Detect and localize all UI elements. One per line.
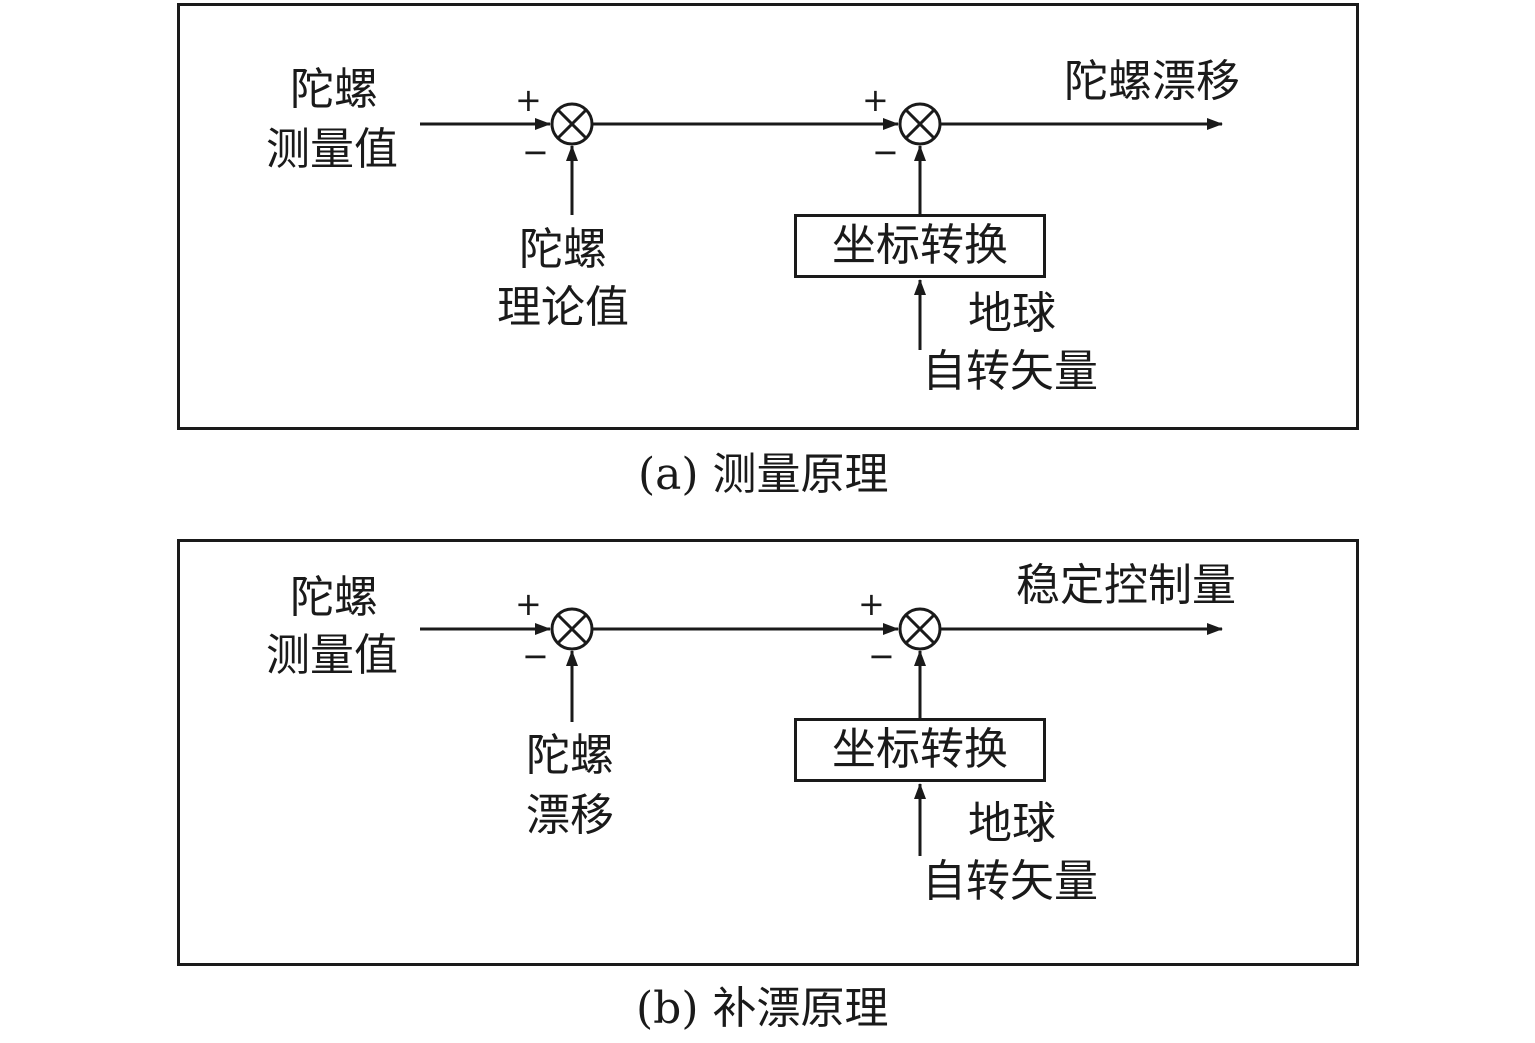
diagram-b-input-label-line2: 测量值 [266,630,398,681]
diagram-a-subtrahend-label-line1: 陀螺 [519,224,607,275]
diagram-a-sum2-minus-sign: − [872,133,899,171]
diagram-a-earth-rotation-label-line1: 地球 [968,288,1056,339]
diagram-a-frame [177,3,1359,430]
diagram-b-sum1-minus-sign: − [522,637,549,675]
diagram-a-sum2-plus-sign: + [862,81,889,119]
diagram-a-input-label-line1: 陀螺 [290,64,378,115]
diagram-a-caption: (a) 测量原理 [638,449,889,500]
diagram-b-sum2-minus-sign: − [868,637,895,675]
diagram-b-output-label: 稳定控制量 [1016,560,1236,611]
diagram-b-subtrahend-label-line1: 陀螺 [526,730,614,781]
diagram-b-input-label-line1: 陀螺 [290,572,378,623]
diagram-b-caption: (b) 补漂原理 [636,983,889,1034]
diagram-a-coordinate-transform-block: 坐标转换 [794,214,1046,278]
diagram-b-sum2-plus-sign: + [858,585,885,623]
diagram-a-earth-rotation-label-line2: 自转矢量 [922,346,1098,397]
diagram-b-sum1-plus-sign: + [515,585,542,623]
diagram-a-sum1-minus-sign: − [522,133,549,171]
diagram-b-frame [177,539,1359,966]
diagram-a-subtrahend-label-line2: 理论值 [497,282,629,333]
diagram-a-input-label-line2: 测量值 [266,124,398,175]
diagram-b-earth-rotation-label-line2: 自转矢量 [922,856,1098,907]
diagram-a-output-label: 陀螺漂移 [1064,56,1240,107]
diagram-b-coordinate-transform-block: 坐标转换 [794,718,1046,782]
diagram-b-earth-rotation-label-line1: 地球 [968,798,1056,849]
diagram-a-sum1-plus-sign: + [515,81,542,119]
diagram-b-subtrahend-label-line2: 漂移 [526,790,614,841]
